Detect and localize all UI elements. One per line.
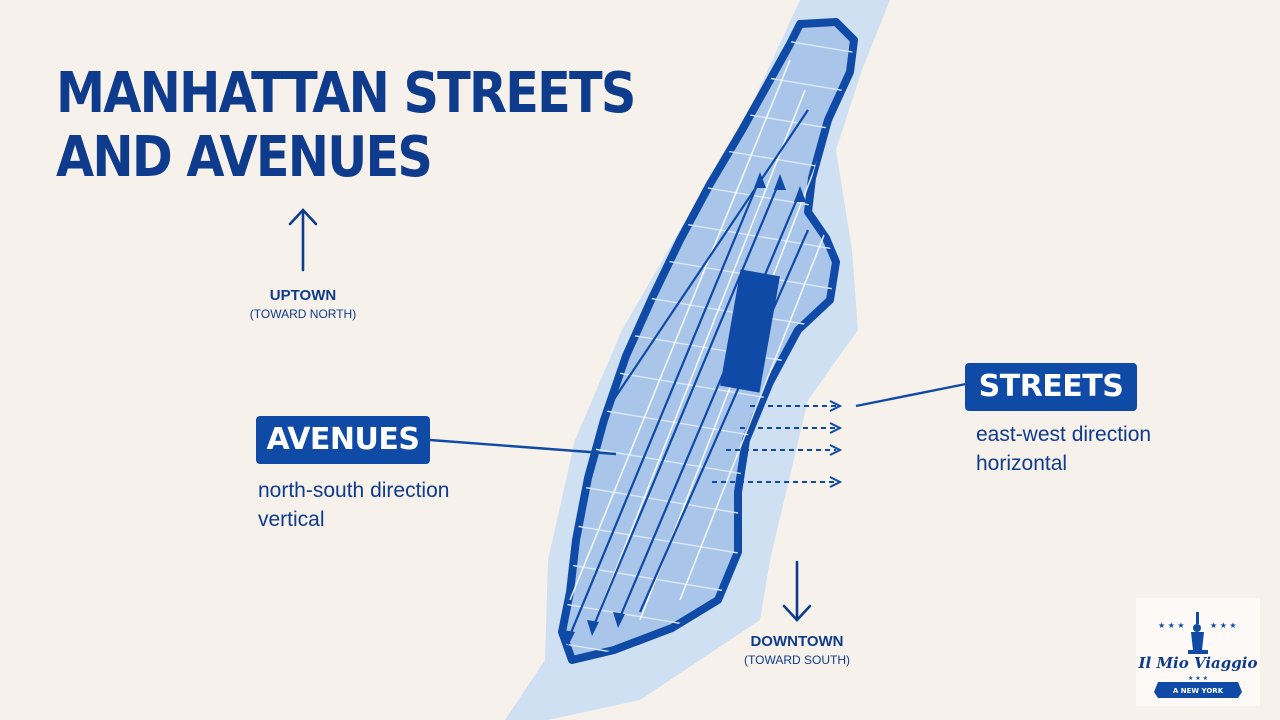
avenues-description: north-south direction vertical xyxy=(258,476,558,534)
avenues-line-1: north-south direction xyxy=(258,479,450,502)
svg-text:★ ★ ★: ★ ★ ★ xyxy=(1158,621,1185,630)
brand-logo: ★ ★ ★ ★ ★ ★ Il Mio Viaggio ★ ★ ★ A NEW Y… xyxy=(1136,598,1260,706)
avenues-badge: AVENUES xyxy=(256,416,430,464)
uptown-subtitle: (TOWARD NORTH) xyxy=(249,307,357,321)
streets-description: east-west direction horizontal xyxy=(976,420,1266,478)
downtown-label: DOWNTOWN (TOWARD SOUTH) xyxy=(722,632,872,668)
page-title: MANHATTAN STREETS AND AVENUES xyxy=(56,61,636,190)
avenues-line-2: vertical xyxy=(258,508,325,531)
downtown-subtitle: (TOWARD SOUTH) xyxy=(744,653,850,667)
streets-callout-line xyxy=(855,382,967,408)
uptown-label: UPTOWN (TOWARD NORTH) xyxy=(228,286,378,322)
streets-line-2: horizontal xyxy=(976,452,1068,475)
svg-text:★ ★ ★: ★ ★ ★ xyxy=(1210,621,1237,630)
streets-badge: STREETS xyxy=(965,363,1137,411)
title-line-2: AND AVENUES xyxy=(56,125,433,190)
arrow-up-icon xyxy=(288,208,318,272)
arrow-down-icon xyxy=(782,560,812,622)
avenues-callout-line xyxy=(429,438,617,456)
uptown-title: UPTOWN xyxy=(269,287,337,304)
logo-ribbon: A NEW YORK xyxy=(1173,687,1224,695)
title-line-1: MANHATTAN STREETS xyxy=(56,61,636,126)
downtown-title: DOWNTOWN xyxy=(750,633,844,650)
statue-of-liberty-icon xyxy=(1188,612,1208,654)
streets-line-1: east-west direction xyxy=(976,423,1152,446)
central-park xyxy=(720,269,780,393)
logo-name: Il Mio Viaggio xyxy=(1138,654,1258,672)
svg-text:★ ★ ★: ★ ★ ★ xyxy=(1188,675,1208,682)
